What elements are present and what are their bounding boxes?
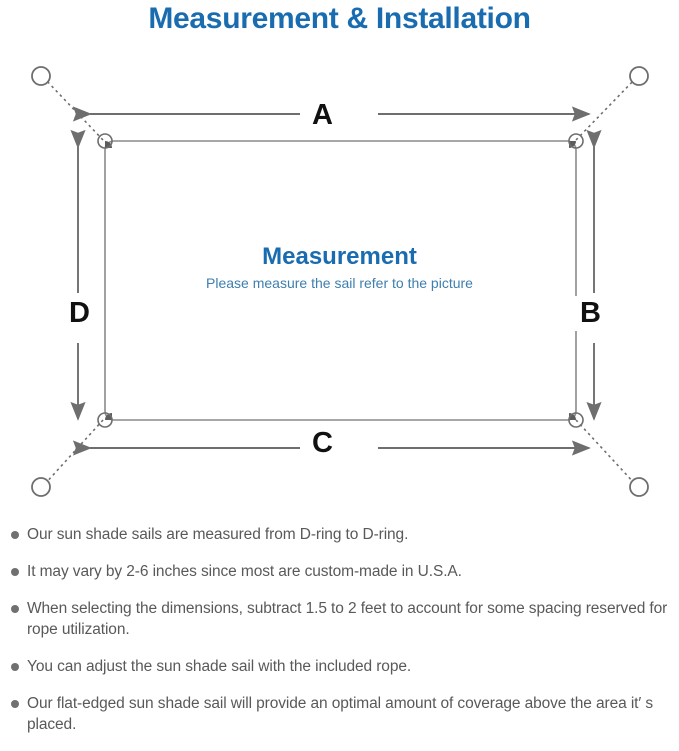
bullet-icon (11, 663, 19, 671)
rope-bottom-left (43, 419, 104, 486)
dimension-label-b: B (573, 296, 608, 331)
rope-top-right (575, 77, 637, 141)
dimension-arrows (70, 106, 602, 456)
anchor-bottom-left (31, 477, 51, 497)
d-ring-bottom-left (97, 412, 113, 428)
sail-measurement-diagram: Measurement Please measure the sail refe… (0, 45, 679, 515)
notes-list: Our sun shade sails are measured from D-… (0, 524, 679, 751)
anchor-bottom-right (629, 477, 649, 497)
list-item: It may vary by 2-6 inches since most are… (0, 561, 679, 582)
d-ring-bottom-right (568, 412, 584, 428)
list-item: You can adjust the sun shade sail with t… (0, 656, 679, 677)
bullet-icon (11, 605, 19, 613)
list-item: Our flat-edged sun shade sail will provi… (0, 693, 679, 735)
d-ring-top-right (568, 133, 584, 149)
anchor-top-left (31, 66, 51, 86)
d-ring-top-left (97, 133, 113, 149)
sail-center-title: Measurement (262, 243, 417, 270)
note-text: Our flat-edged sun shade sail will provi… (27, 695, 654, 733)
note-text: Our sun shade sails are measured from D-… (27, 526, 409, 543)
anchor-points (31, 66, 649, 497)
dimension-label-c: C (305, 426, 340, 461)
note-text: When selecting the dimensions, subtract … (27, 600, 668, 638)
page-title: Measurement & Installation (148, 2, 531, 35)
bullet-icon (11, 531, 19, 539)
dimension-label-d: D (62, 296, 97, 331)
note-text: It may vary by 2-6 inches since most are… (27, 563, 462, 580)
rope-top-left (43, 77, 104, 141)
note-text: You can adjust the sun shade sail with t… (27, 658, 412, 675)
list-item: When selecting the dimensions, subtract … (0, 598, 679, 640)
sail-rectangle (104, 140, 577, 421)
bullet-icon (11, 700, 19, 708)
sail-center-subtitle: Please measure the sail refer to the pic… (206, 275, 473, 291)
dimension-label-a: A (305, 98, 340, 133)
bullet-icon (11, 568, 19, 576)
d-rings (97, 133, 584, 428)
diagram-svg (31, 66, 649, 497)
list-item: Our sun shade sails are measured from D-… (0, 524, 679, 545)
anchor-top-right (629, 66, 649, 86)
rope-bottom-right (575, 419, 637, 486)
